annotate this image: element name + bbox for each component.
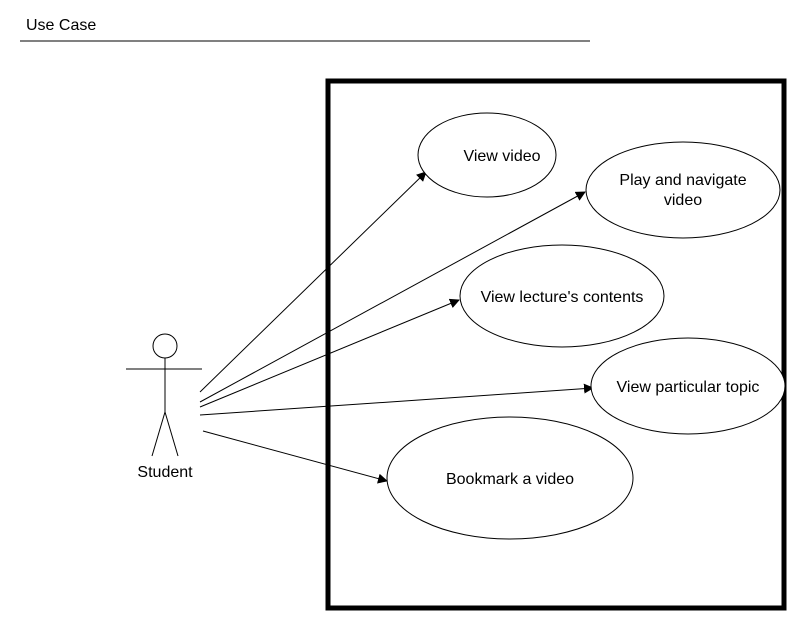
use-case-label: View particular topic (617, 379, 760, 396)
actor-label: Student (137, 464, 193, 481)
use-case-view-particular-topic: View particular topic (590, 337, 786, 435)
use-case-ellipse (590, 337, 786, 435)
association-view-particular-topic (199, 383, 594, 416)
use-case-bookmark-a-video: Bookmark a video (386, 416, 634, 540)
association-play-and-navigate-video (199, 191, 586, 403)
use-case-ellipse (585, 141, 781, 239)
use-case-view-lectures-contents: View lecture's contents (459, 244, 665, 348)
use-case-view-video: View video (417, 112, 557, 198)
actor-left-leg (151, 411, 166, 457)
use-case-label-line-1: Play and navigate (619, 172, 746, 189)
diagram-title: Use Case (26, 17, 96, 34)
use-case-label: Bookmark a video (446, 471, 574, 488)
association-bookmark-a-video (202, 430, 388, 484)
association-view-lectures-contents (199, 298, 460, 408)
use-case-ellipse (386, 416, 634, 540)
associations (199, 171, 594, 484)
system-boundary (325, 78, 787, 611)
use-case-label: View video (463, 148, 540, 165)
use-case-ellipse (459, 244, 665, 348)
use-case-label: View lecture's contents (481, 289, 644, 306)
actor-right-leg (164, 411, 179, 457)
association-view-video (199, 171, 427, 393)
use-case-label-line-2: video (664, 192, 702, 209)
actor-head (152, 333, 178, 359)
use-case-ellipse (417, 112, 557, 198)
use-case-play-and-navigate-video: Play and navigate video (585, 141, 781, 239)
student-actor (126, 333, 202, 457)
